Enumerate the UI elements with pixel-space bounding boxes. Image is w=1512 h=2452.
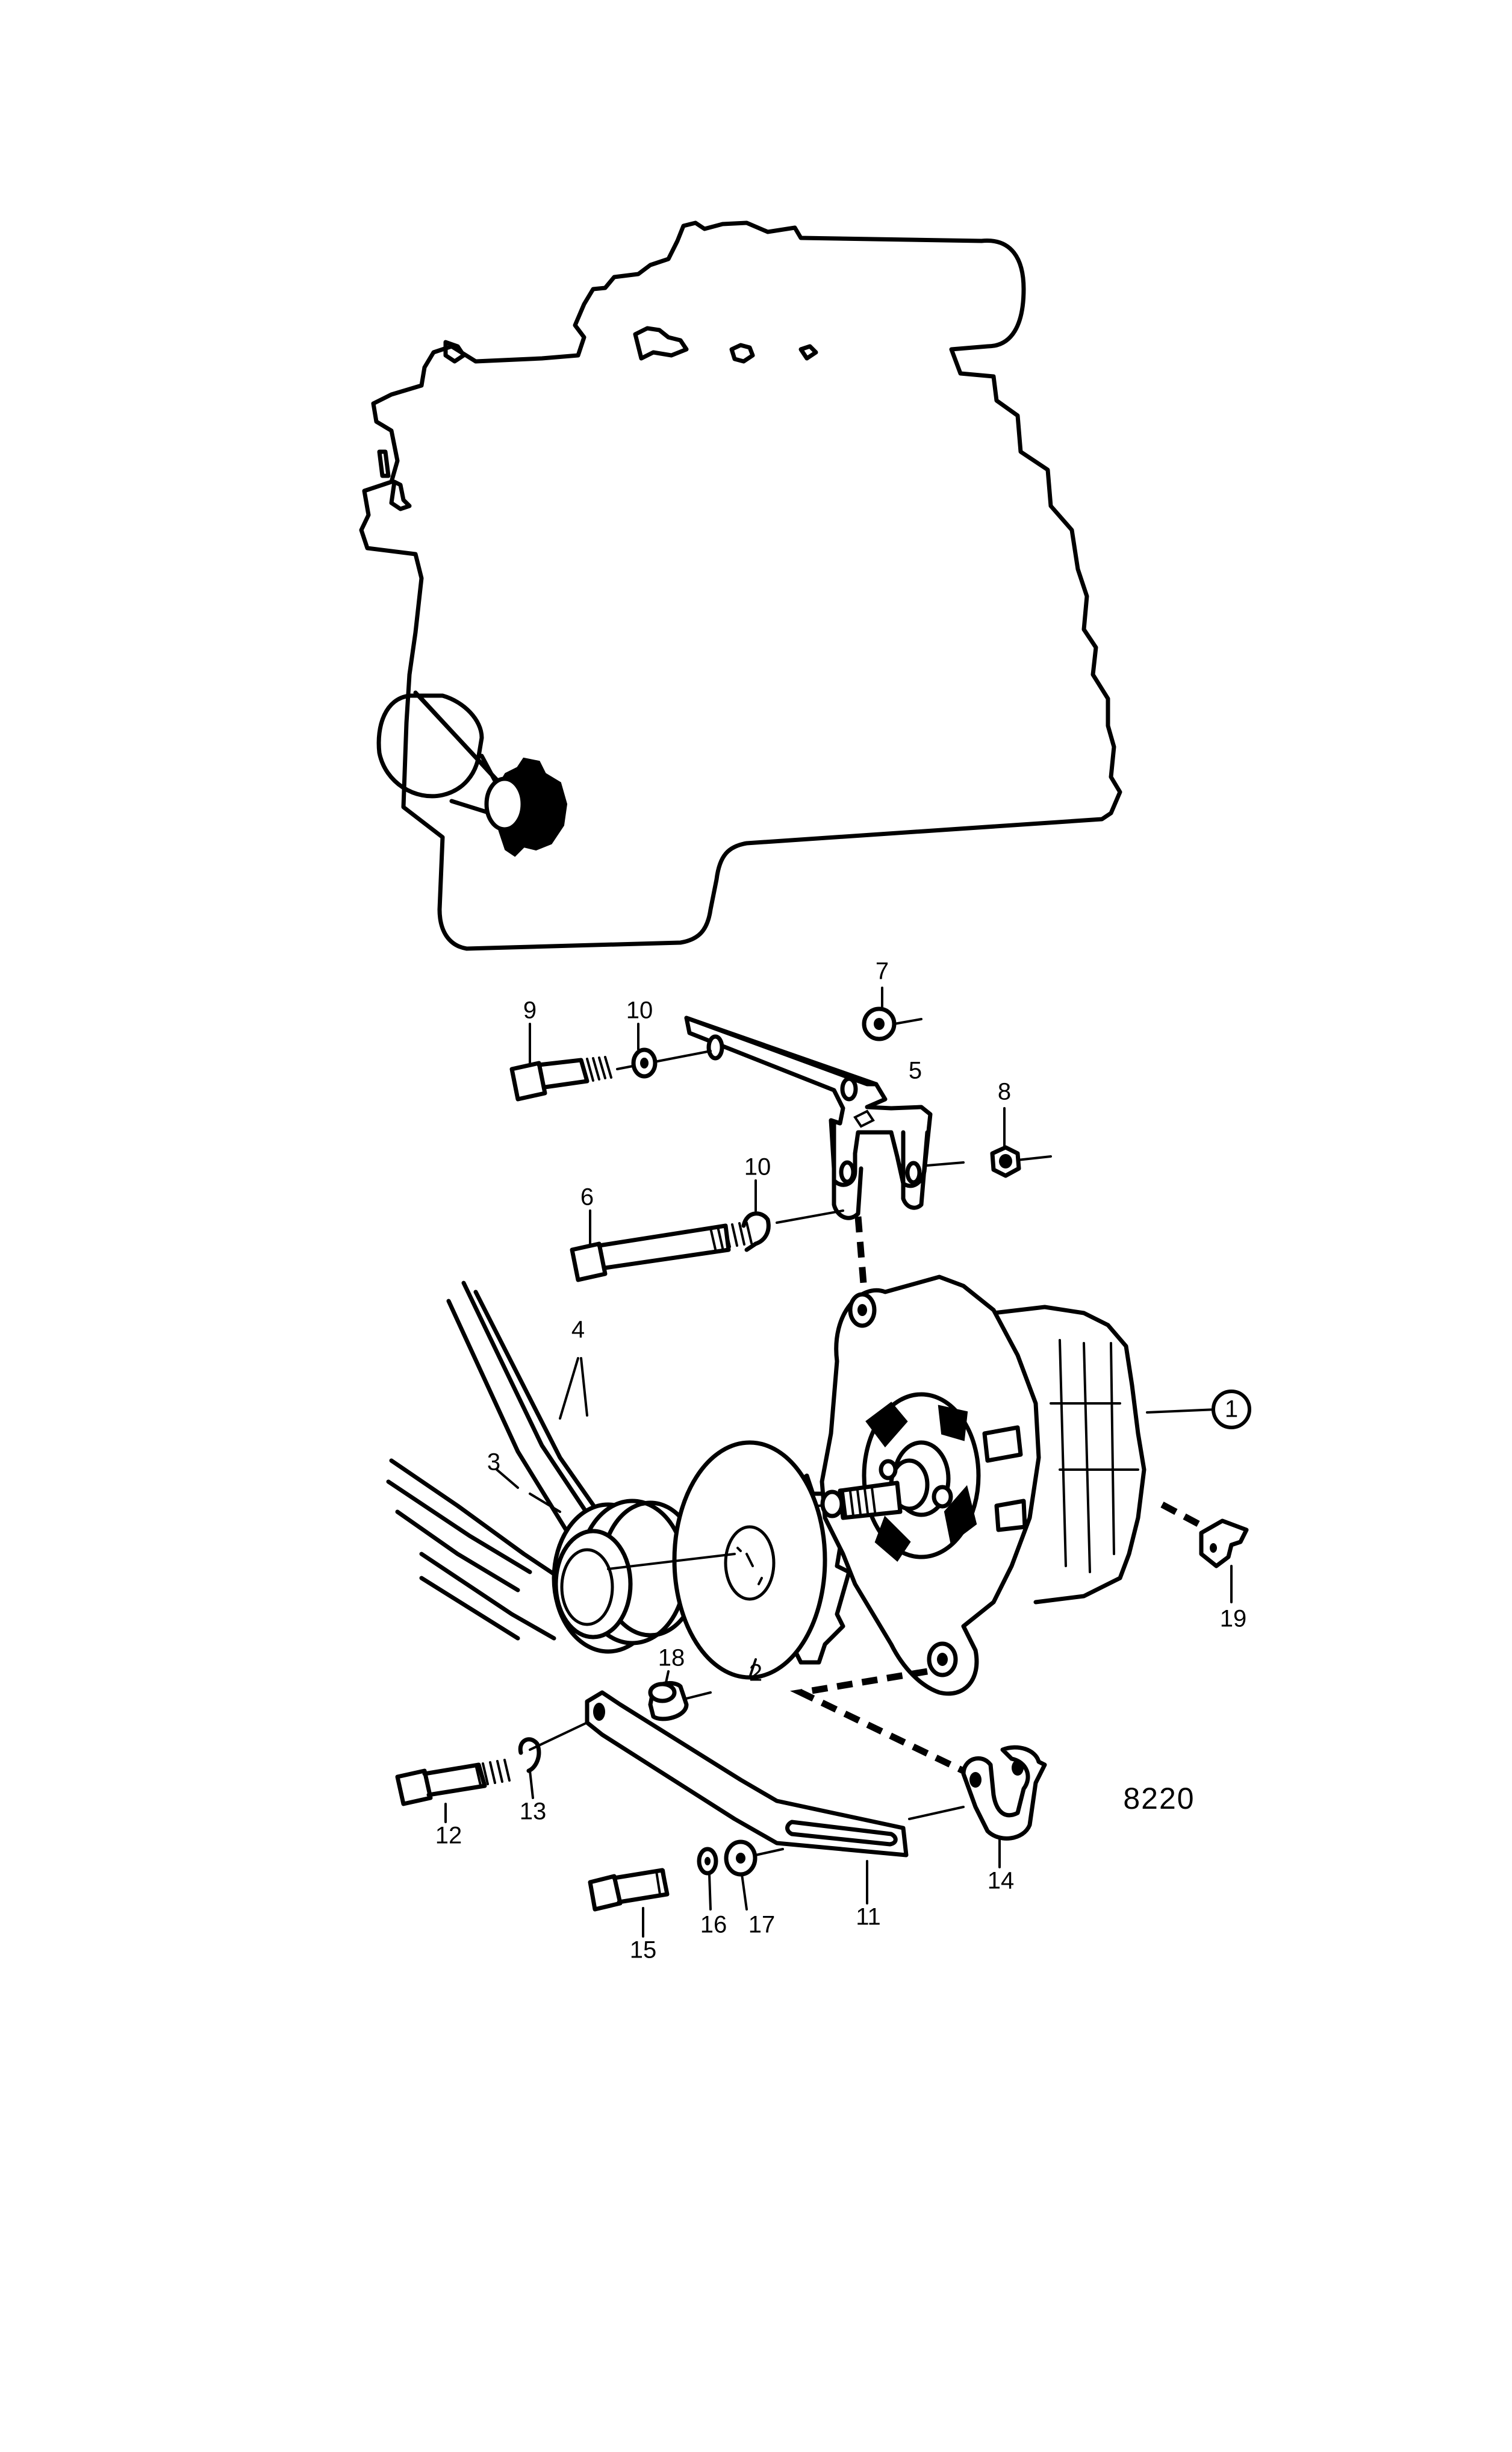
engine-outline xyxy=(359,220,1122,951)
callout-6: 6 xyxy=(580,1184,594,1211)
spacer-part-7 xyxy=(862,1006,922,1041)
bolt-part-12 xyxy=(395,1721,588,1806)
callout-3: 3 xyxy=(487,1449,500,1476)
bolt-part-9 xyxy=(509,1050,712,1102)
connector-part-19 xyxy=(1160,1502,1249,1568)
callout-16: 16 xyxy=(700,1912,727,1938)
washer-part-10-lower xyxy=(741,1211,771,1252)
callout-5: 5 xyxy=(909,1058,922,1084)
callout-9: 9 xyxy=(523,997,537,1024)
washer-part-17 xyxy=(724,1839,784,1877)
washer-part-10-upper xyxy=(631,1047,658,1079)
callout-7: 7 xyxy=(876,958,889,985)
callout-2: 2 xyxy=(749,1660,762,1686)
alternator-part-1 xyxy=(818,1274,1146,1696)
callout-8: 8 xyxy=(998,1079,1011,1105)
callout-19: 19 xyxy=(1220,1606,1247,1632)
callout-14: 14 xyxy=(988,1868,1015,1894)
bolt-part-6 xyxy=(570,1209,844,1282)
callout-10-lower: 10 xyxy=(744,1154,771,1181)
leader-lines xyxy=(444,987,1233,1938)
callout-13: 13 xyxy=(520,1798,547,1825)
engine-pulley-drive xyxy=(376,690,568,857)
callout-18: 18 xyxy=(658,1645,685,1671)
crank-pulley-part-3 xyxy=(529,1493,701,1654)
callout-12: 12 xyxy=(435,1823,462,1849)
figure-number: 8220 xyxy=(1123,1782,1195,1815)
clip-part-14 xyxy=(961,1745,1047,1841)
callout-4: 4 xyxy=(571,1317,585,1343)
washer-part-13 xyxy=(518,1737,541,1773)
callout-1: 1 xyxy=(1225,1396,1238,1423)
callout-10-upper: 10 xyxy=(626,997,653,1024)
alignment-line-lower xyxy=(789,1668,971,1777)
spacer-part-18 xyxy=(648,1681,712,1721)
callout-11: 11 xyxy=(856,1904,881,1930)
bolt-part-15 xyxy=(588,1868,670,1912)
callout-circle-1 xyxy=(1212,1390,1251,1429)
upper-bracket-part-5 xyxy=(684,1015,933,1220)
adjuster-arm-part-11 xyxy=(585,1690,965,1858)
callout-17: 17 xyxy=(748,1912,776,1938)
nut-part-8 xyxy=(926,1145,1052,1178)
callout-15: 15 xyxy=(630,1937,657,1964)
callout-labels: 1 2 3 4 5 6 7 8 9 10 10 11 12 13 14 15 1… xyxy=(435,958,1251,1964)
washer-part-16 xyxy=(697,1847,718,1876)
